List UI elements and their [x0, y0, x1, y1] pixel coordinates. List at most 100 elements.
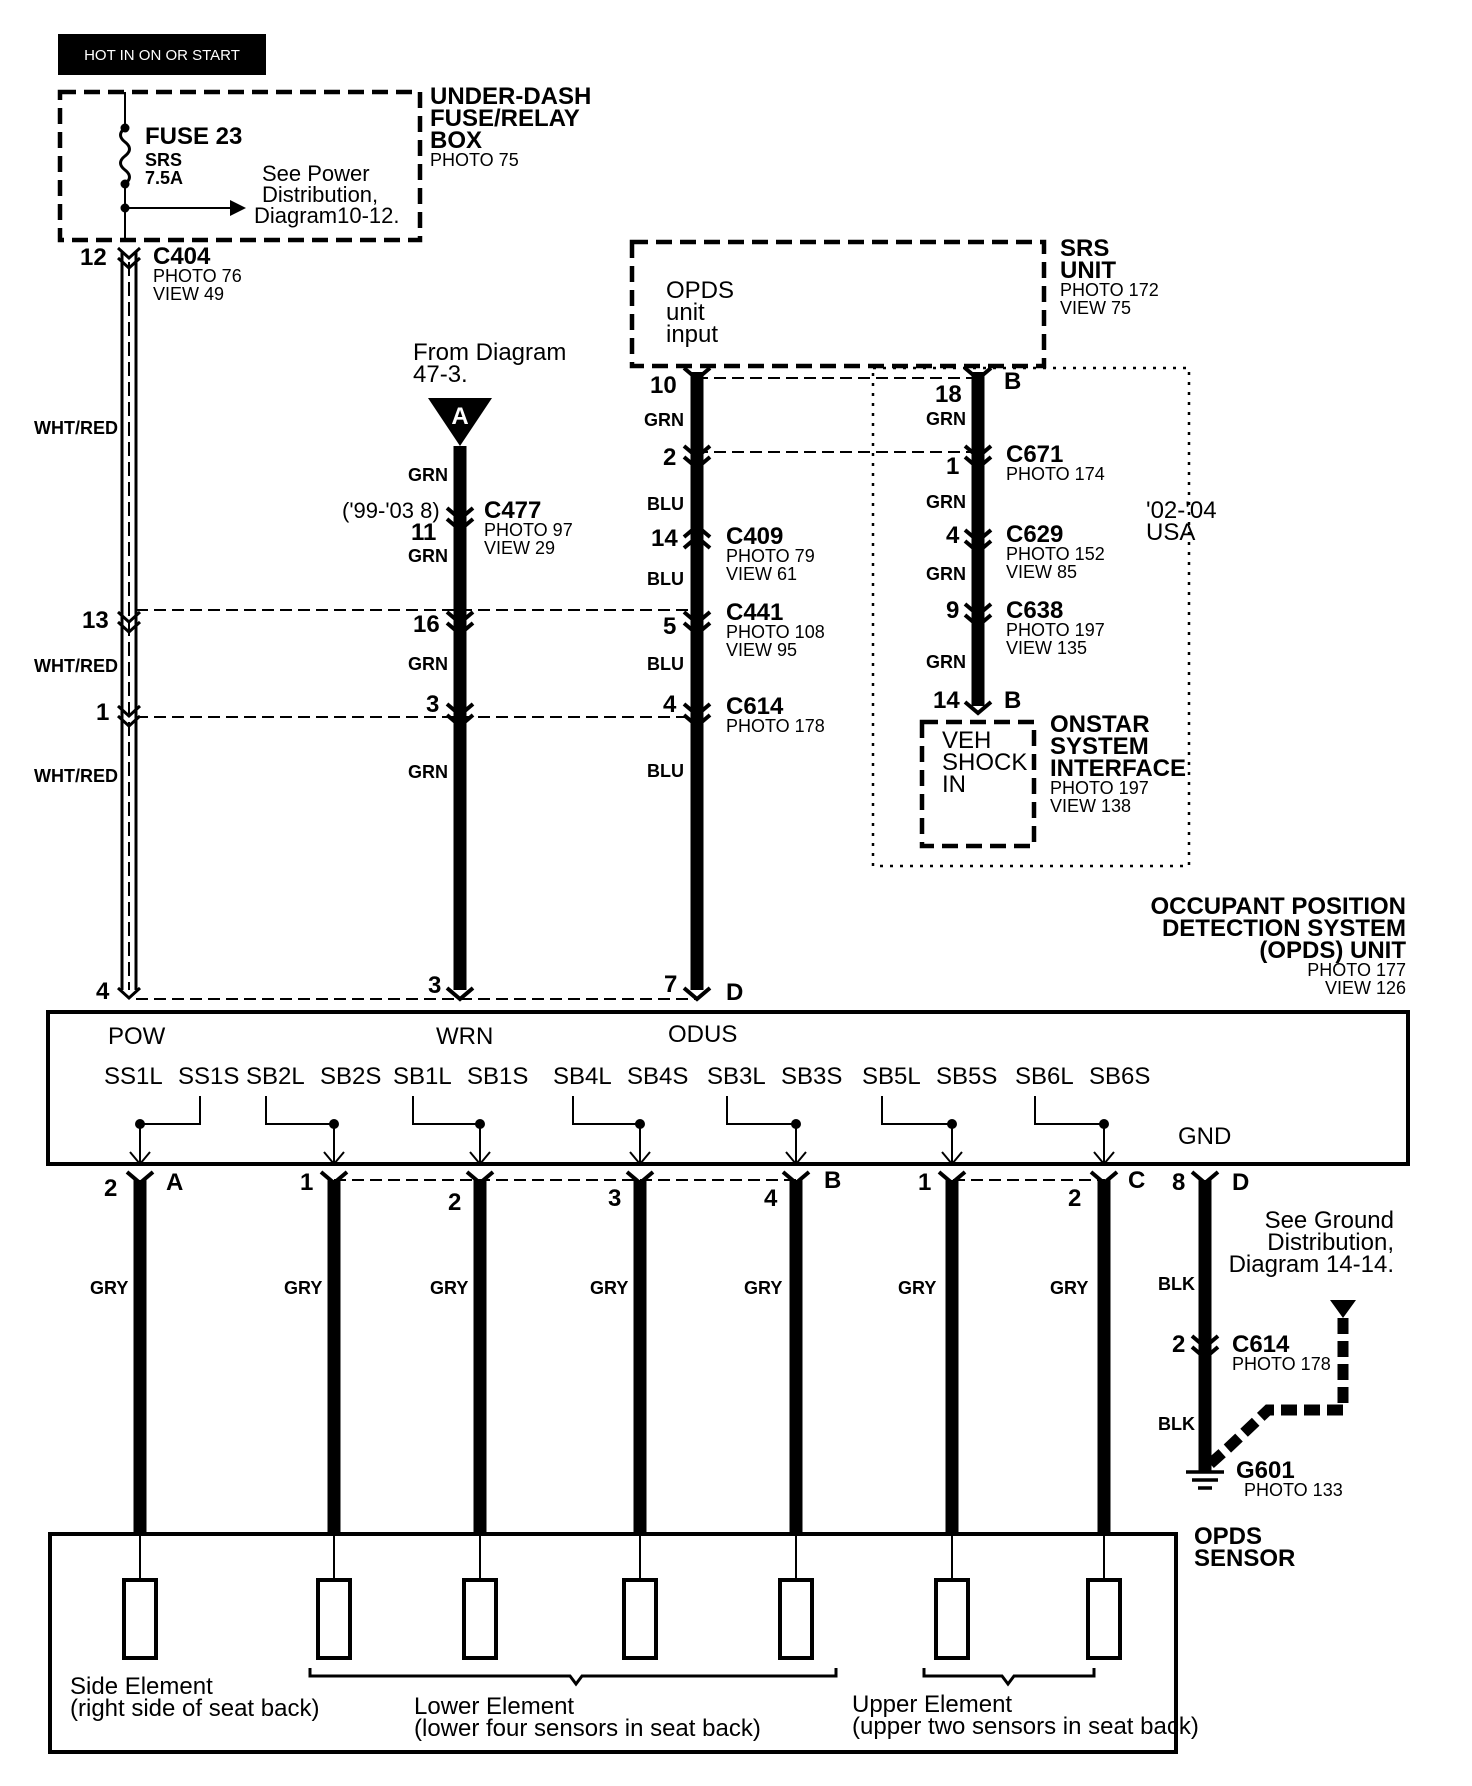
wire-color-gry-4: GRY — [590, 1278, 628, 1298]
letter-a: A — [166, 1169, 183, 1196]
srs-unit-title-2: UNIT — [1060, 257, 1116, 284]
pin-9: 9 — [946, 597, 959, 624]
letter-b-low: B — [1004, 687, 1021, 714]
pin-s2: 2 — [104, 1175, 117, 1202]
terminal-label-sb6l: SB6L — [1015, 1063, 1074, 1090]
opds-terminal-links — [129, 1096, 1115, 1166]
opds-unit-view: VIEW 126 — [1325, 978, 1406, 998]
terminal-link-2 — [265, 1096, 334, 1125]
terminal-label-ss1s: SS1S — [178, 1063, 239, 1090]
onstar-photo: PHOTO 197 — [1050, 778, 1149, 798]
onstar-input-1: VEH — [942, 727, 991, 754]
wire-color-grn-6: GRN — [926, 409, 966, 429]
terminal-label-ss1l: SS1L — [104, 1063, 163, 1090]
c441-view: VIEW 95 — [726, 640, 797, 660]
terminal-link-5 — [726, 1096, 796, 1125]
power-dist-note-1: See Power — [262, 161, 370, 186]
wire-color-grn-4: GRN — [408, 762, 448, 782]
connector-2-chevron — [682, 444, 712, 471]
pin-5: 5 — [663, 613, 676, 640]
terminal-link-3 — [412, 1096, 480, 1125]
pin-14: 14 — [651, 525, 678, 552]
variant-years: '02-'04 — [1146, 497, 1217, 524]
wire-color-gry-1: GRY — [90, 1278, 128, 1298]
wire-color-grn-3: GRN — [408, 654, 448, 674]
terminal-arrow-2 — [323, 1124, 345, 1166]
sensor-element-5 — [778, 1578, 814, 1660]
ground-dist-wire — [1206, 1318, 1349, 1469]
c441-chevron — [682, 610, 712, 637]
pin-3: 3 — [426, 691, 439, 718]
wire-color-blk-2: BLK — [1158, 1414, 1195, 1434]
c629-chevron — [963, 528, 993, 555]
wire-color-grn-7: GRN — [926, 492, 966, 512]
c477-photo: PHOTO 97 — [484, 520, 573, 540]
opds-unit-title-3: (OPDS) UNIT — [1259, 937, 1406, 964]
fuse-node-top — [120, 123, 130, 133]
fuse-box-title-1: UNDER-DASH — [430, 83, 591, 110]
opds-unit-title-1: OCCUPANT POSITION — [1150, 893, 1406, 920]
terminal-link-7 — [1034, 1096, 1104, 1125]
c671-photo: PHOTO 174 — [1006, 464, 1105, 484]
terminal-arrow-3 — [469, 1124, 491, 1166]
c409-chevron — [682, 523, 712, 550]
letter-d-top: D — [726, 979, 743, 1006]
onstar-interface-outline — [919, 719, 1037, 849]
terminal-arrow-6 — [941, 1124, 963, 1166]
c477-chevron — [445, 506, 475, 533]
pin-12: 12 — [80, 244, 107, 271]
terminal-arrow-7 — [1093, 1124, 1115, 1166]
c404-name: C404 — [153, 243, 211, 270]
pin-s2d: 2 — [1172, 1331, 1185, 1358]
srs-unit-photo: PHOTO 172 — [1060, 280, 1159, 300]
c629-photo: PHOTO 152 — [1006, 544, 1105, 564]
terminal-label-sb4l: SB4L — [553, 1063, 612, 1090]
wire-color-grn-1: GRN — [408, 465, 448, 485]
from-diagram-1: From Diagram — [413, 339, 566, 366]
c671-name: C671 — [1006, 441, 1063, 468]
letter-d2: D — [1232, 1169, 1249, 1196]
onstar-title-1: ONSTAR — [1050, 711, 1150, 738]
letter-b2: B — [824, 1167, 841, 1194]
terminal-label-sb6s: SB6S — [1089, 1063, 1150, 1090]
connector-1-chevron — [116, 704, 142, 729]
onstar-input-2: SHOCK — [942, 749, 1027, 776]
opds-gnd-label: GND — [1178, 1123, 1231, 1150]
letter-c: C — [1128, 1167, 1145, 1194]
wire-color-gry-2: GRY — [284, 1278, 322, 1298]
pin-1: 1 — [96, 699, 109, 726]
fuse-box-title-2: FUSE/RELAY — [430, 105, 580, 132]
pin-1b: 1 — [946, 453, 959, 480]
c614b-name: C614 — [1232, 1331, 1290, 1358]
side-element-1: Side Element — [70, 1673, 213, 1700]
wire-color-blu-1: BLU — [647, 494, 684, 514]
onstar-title-3: INTERFACE — [1050, 755, 1186, 782]
c638-chevron — [963, 602, 993, 629]
c638-photo: PHOTO 197 — [1006, 620, 1105, 640]
onstar-view: VIEW 138 — [1050, 796, 1131, 816]
opds-pow-chevron — [116, 986, 142, 1001]
onstar-title-2: SYSTEM — [1050, 733, 1149, 760]
terminal-arrow-1 — [129, 1124, 151, 1166]
sensor-element-4 — [622, 1578, 658, 1660]
sensor-elements — [122, 1534, 1122, 1660]
terminal-label-sb3s: SB3S — [781, 1063, 842, 1090]
wire-color-wht-red-3: WHT/RED — [34, 766, 118, 786]
ground-dist-note-3: Diagram 14-14. — [1229, 1251, 1394, 1278]
offpage-flag-letter: A — [451, 403, 468, 430]
pin-4b: 4 — [663, 691, 677, 718]
pin-4: 4 — [96, 978, 110, 1005]
pin-s4: 4 — [764, 1185, 778, 1212]
terminal-arrow-4 — [629, 1124, 651, 1166]
srs-unit-view: VIEW 75 — [1060, 298, 1131, 318]
pin-s3: 3 — [608, 1185, 621, 1212]
wire-color-grn-8: GRN — [926, 564, 966, 584]
lower-element-1: Lower Element — [414, 1693, 574, 1720]
terminal-label-sb5l: SB5L — [862, 1063, 921, 1090]
c614b-photo: PHOTO 178 — [1232, 1354, 1331, 1374]
sensor-element-3 — [462, 1578, 498, 1660]
terminal-label-sb2l: SB2L — [246, 1063, 305, 1090]
terminal-label-sb2s: SB2S — [320, 1063, 381, 1090]
